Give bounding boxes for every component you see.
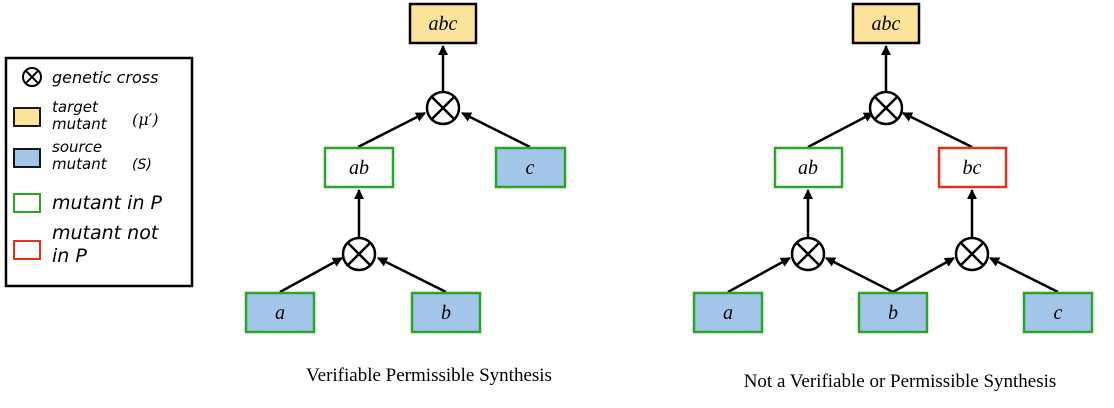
left-ab-label: ab [349,157,369,179]
right-bottom-right-cross-icon [954,236,990,272]
legend-source-swatch [13,148,41,168]
left-c-node [494,146,567,189]
left-c-label: c [526,157,535,179]
legend-in-p-swatch [13,193,41,213]
right-caption: Not a Verifiable or Permissible Synthesi… [744,371,1057,392]
edge-a-to-cross [279,256,343,294]
left-ab-node [323,146,395,189]
edge-b-to-cross [377,256,447,294]
right-b-label: b [888,302,898,324]
edge-b-to-cross-left [825,256,894,294]
right-a-label: a [723,302,733,324]
legend-target-label-1: target [52,98,99,116]
left-top-cross-icon [425,90,461,126]
left-a-label: a [275,302,285,324]
legend-not-in-p-swatch [13,240,41,260]
edge-c-to-cross-right [989,256,1059,294]
right-b-node [857,291,929,334]
legend-source-label-1: source [52,138,102,156]
legend-not-in-p-label-1: mutant not [52,222,160,244]
legend-source-symbol: (S) [132,157,152,173]
right-ab-node [773,146,844,189]
edge-bc-to-cross-top [902,111,973,149]
legend-target-label-2: mutant [52,115,108,133]
legend-in-p-label: mutant in P [52,192,163,214]
left-target-label: abc [429,13,458,35]
left-target-node [408,2,478,45]
left-b-node [410,291,482,334]
edge-b-to-cross-right [892,256,955,294]
edge-a-to-cross-left [727,256,791,294]
legend-target-swatch [13,107,41,127]
left-caption: Verifiable Permissible Synthesis [306,365,552,386]
right-bottom-left-cross-icon [790,236,826,272]
legend: genetic cross target mutant (μ′) source … [4,56,194,288]
right-a-node [692,291,764,334]
legend-source-label-2: mutant [52,155,108,173]
left-bottom-cross-icon [341,236,377,272]
edge-ab-to-cross-top [807,111,874,149]
right-ab-label: ab [798,157,818,179]
legend-not-in-p-label-2: in P [52,245,87,267]
legend-target-symbol: (μ′) [132,110,159,129]
edge-ab-to-cross [357,111,426,149]
right-target-label: abc [872,13,901,35]
right-bc-label: bc [963,157,982,179]
left-b-label: b [441,302,451,324]
right-top-cross-icon [868,90,904,126]
right-target-node [851,2,921,45]
right-diagram: abc ab bc a b [692,2,1094,392]
right-bc-node [937,146,1008,189]
legend-cross-label: genetic cross [52,68,158,87]
left-diagram: abc ab c a b Verifiable Permissible Synt… [244,2,567,386]
right-c-label: c [1054,302,1063,324]
right-c-node [1022,291,1094,334]
legend-cross-icon [22,67,42,87]
left-a-node [244,291,316,334]
edge-c-to-cross [461,111,531,149]
